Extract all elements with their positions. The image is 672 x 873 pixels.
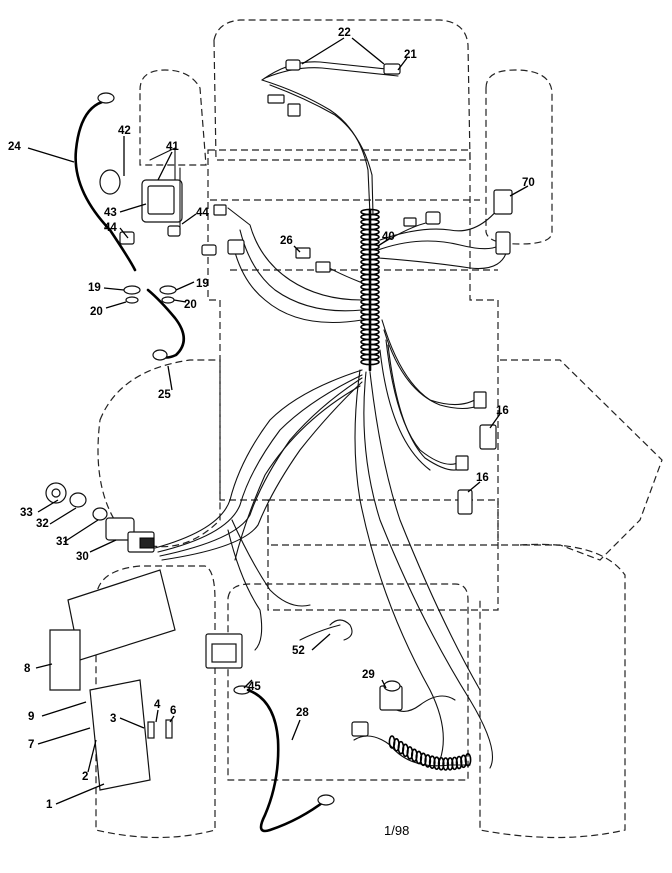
- callout-31: 31: [56, 536, 69, 548]
- part-70-connectors: [403, 189, 513, 255]
- solenoid-assembly: [99, 147, 245, 304]
- callout-20-left: 20: [90, 306, 103, 318]
- battery-box-outline: [227, 583, 469, 781]
- sleeve-coil: [360, 358, 380, 366]
- callout-1: 1: [46, 799, 53, 811]
- callout-44-left: 44: [104, 222, 117, 234]
- part-21-cable: [267, 59, 401, 117]
- bottom-coils: [388, 735, 472, 771]
- callout-44-right: 44: [196, 207, 209, 219]
- callout-16-lower: 16: [476, 472, 489, 484]
- harness-sleeve: [360, 208, 380, 372]
- seat-rear-outline: [479, 543, 626, 839]
- callout-43: 43: [104, 207, 117, 219]
- diagram-code: 1/98: [384, 823, 409, 838]
- callout-19-right: 19: [196, 278, 209, 290]
- callout-40: 40: [382, 231, 395, 243]
- callout-2: 2: [82, 771, 88, 783]
- callout-45: 45: [248, 681, 261, 693]
- callout-29: 29: [362, 669, 375, 681]
- front-wheel-right-outline: [485, 69, 553, 245]
- callout-9: 9: [28, 711, 34, 723]
- part-25-cable: [146, 288, 186, 361]
- callout-19-left: 19: [88, 282, 101, 294]
- callout-16-upper: 16: [496, 405, 509, 417]
- part-29-switch: [379, 680, 403, 711]
- callout-24: 24: [8, 141, 21, 153]
- part-52-wire: [329, 619, 353, 641]
- leader-lines: [27, 37, 529, 805]
- callout-6: 6: [170, 705, 176, 717]
- callout-22: 22: [338, 27, 351, 39]
- callout-4: 4: [154, 699, 161, 711]
- callout-26: 26: [280, 235, 293, 247]
- callout-52: 52: [292, 645, 305, 657]
- fender-outline: [498, 359, 663, 561]
- front-wheel-left-outline: [139, 69, 207, 166]
- callout-32: 32: [36, 518, 49, 530]
- hood-outline: [213, 19, 471, 161]
- dashboard-components: [49, 569, 176, 791]
- mower-deck-outline: [97, 359, 221, 548]
- callout-labels: 22 21 24 42 41 43 44 44 19 19 20 20 25 2…: [8, 27, 535, 811]
- callout-42: 42: [118, 125, 131, 137]
- wire-harness: [154, 61, 509, 769]
- callout-28: 28: [296, 707, 309, 719]
- part-26-connector: [295, 247, 331, 273]
- bottom-coiled-cable: [351, 721, 472, 771]
- callout-20-right: 20: [184, 299, 197, 311]
- callout-30: 30: [76, 551, 89, 563]
- callout-25: 25: [158, 389, 171, 401]
- callout-3: 3: [110, 713, 116, 725]
- frame-outline: [207, 149, 499, 611]
- tractor-outline: [95, 19, 663, 839]
- callout-8: 8: [24, 663, 31, 675]
- bottom-coil: [464, 752, 472, 767]
- sleeve-coils: [360, 208, 380, 366]
- engine-block-outline: [267, 499, 499, 546]
- callout-7: 7: [28, 739, 34, 751]
- callout-21: 21: [404, 49, 417, 61]
- rear-wheel-left-outline: [95, 565, 216, 839]
- part-24-cable: [74, 92, 137, 272]
- callout-41: 41: [166, 141, 179, 153]
- callout-33: 33: [20, 507, 33, 519]
- ignition-switch-cluster: [45, 482, 155, 553]
- part-28-cable: [246, 688, 335, 833]
- part-16-connectors: [455, 391, 497, 515]
- callout-70: 70: [522, 177, 535, 189]
